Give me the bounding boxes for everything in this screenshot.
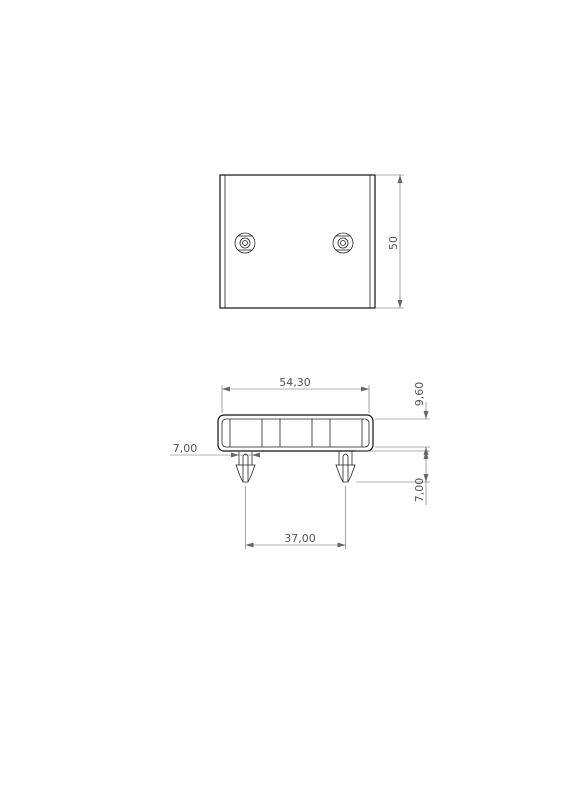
dimension-label-7-00-vertical: 7,00 [413,478,426,503]
dimension-clip-height: 7,00 [356,450,430,505]
front-view: 54,30 9,60 7,00 7,00 [170,376,430,549]
top-view-outline [219,174,376,309]
dimension-width: 54,30 [221,376,370,413]
front-view-inner [221,418,370,448]
top-view: 50 [219,174,404,309]
mounting-hole-right [332,232,354,254]
dimension-label-50: 50 [387,236,400,250]
dimension-height-top: 50 [376,174,404,309]
front-view-outer [217,414,374,452]
mounting-hole-left [234,232,256,254]
clip-right [335,451,356,483]
dimension-label-54-30: 54,30 [279,376,311,389]
dimension-label-37-00: 37,00 [284,532,316,545]
dimension-clip-width: 7,00 [170,442,260,460]
dimension-label-7-00-horizontal: 7,00 [173,442,198,455]
dimension-depth: 9,60 [375,382,430,456]
dimension-clip-spacing: 37,00 [245,486,346,549]
dimension-label-9-60: 9,60 [413,382,426,407]
